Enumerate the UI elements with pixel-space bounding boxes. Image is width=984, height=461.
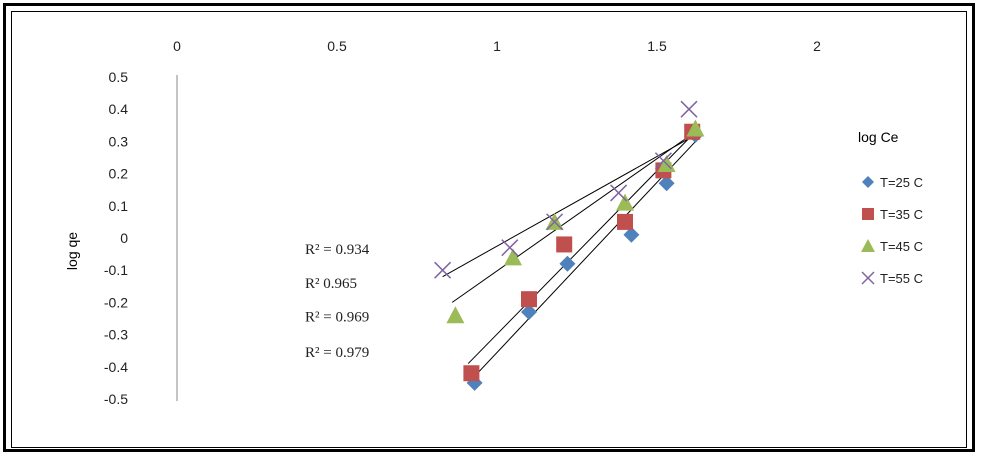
trendline [442,134,696,278]
y-tick-label: 0.5 [109,69,129,85]
y-tick-label: -0.4 [104,359,128,375]
y-axis-title: log qe [64,232,80,270]
x-marker [654,152,672,170]
chart-frame-outer [3,3,975,452]
annotations-group: R² = 0.934 R² 0.965 R² = 0.969 R² = 0.979 [305,242,370,361]
chart-frame-inner [11,11,967,448]
y-tick-label: 0.4 [109,101,129,117]
x-marker-stroke [610,184,628,202]
y-tick-label: -0.3 [104,327,128,343]
x-tick-label: 0 [173,38,181,54]
diamond-marker [623,226,640,243]
square-marker [463,365,480,382]
y-tick-label: -0.1 [104,262,128,278]
triangle-marker [686,119,705,137]
legend-entry-label: T=55 C [880,271,923,286]
x-marker-stroke [434,261,452,279]
legend: T=25 C T=35 C T=45 C T=55 C [861,175,923,286]
y-tick-label: 0.1 [109,198,129,214]
x-marker [861,271,875,285]
square-marker [617,213,633,230]
legend-entry-label: T=25 C [880,175,923,190]
x-marker [434,261,452,279]
trendline [451,131,696,303]
y-tick-label: -0.5 [104,391,128,407]
legend-entry-label: T=35 C [880,207,923,222]
diamond-marker [559,255,576,272]
x-tick-label: 2 [813,38,821,54]
triangle-marker [861,239,875,252]
x-marker-stroke [680,100,698,118]
x-marker-stroke [654,152,672,170]
x-marker-stroke [501,239,519,257]
x-marker [610,184,628,202]
square-marker [521,291,537,308]
diamond-marker [658,175,675,192]
triangle-marker [446,306,465,324]
markers-group [434,100,705,391]
x-marker-stroke [861,271,875,285]
x-marker [501,239,519,257]
x-marker [680,100,698,118]
x-marker [546,213,564,231]
triangle-marker [504,248,522,266]
x-tick-label: 1.5 [647,38,667,54]
x-marker-stroke [546,213,564,231]
square-marker [556,236,573,253]
y-tick-label: -0.2 [104,294,128,310]
triangle-marker [616,193,634,211]
square-marker [862,208,874,220]
x-tick-label: 0.5 [327,38,347,54]
diamond-marker [521,304,537,321]
trendline [471,137,699,381]
r-squared-annotation: R² 0.965 [305,276,357,292]
axes-group: 0 0.5 1 1.5 2 0.5 0.4 0.3 0.2 0.1 0 -0.1 -0.2 -0.3 -0.… [104,38,821,407]
x-axis-title: log Ce [858,129,899,145]
legend-entry-label: T=45 C [880,239,923,254]
y-tick-label: 0 [120,230,128,246]
y-tick-label: 0.3 [109,133,129,149]
r-squared-annotation: R² = 0.969 [305,310,369,326]
r-squared-annotation: R² = 0.979 [305,345,369,361]
r-squared-annotation: R² = 0.934 [305,242,370,258]
x-tick-label: 1 [493,38,501,54]
y-tick-label: 0.2 [109,166,129,182]
diamond-marker [862,176,874,188]
